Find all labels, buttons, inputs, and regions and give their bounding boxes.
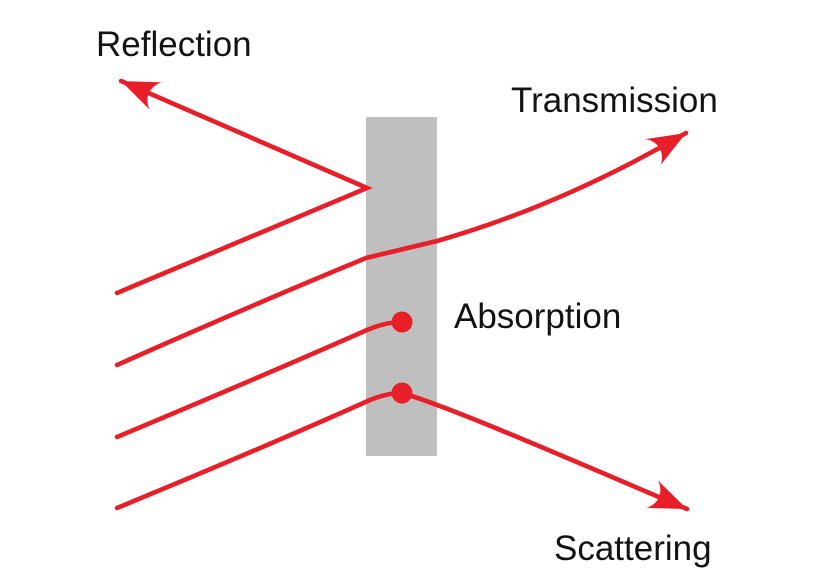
scattering-label: Scattering (554, 529, 712, 568)
scattering-ray-incoming (114, 390, 405, 511)
scattering-point-dot (391, 382, 413, 404)
material-slab (366, 117, 437, 456)
absorption-ray (114, 319, 405, 440)
reflection-ray (114, 78, 373, 296)
transmission-label: Transmission (511, 81, 718, 120)
absorption-point-dot (391, 311, 413, 333)
absorption-label: Absorption (454, 297, 622, 336)
reflection-label: Reflection (96, 25, 252, 64)
scattering-ray-outgoing (399, 390, 690, 512)
transmission-ray (114, 130, 689, 368)
